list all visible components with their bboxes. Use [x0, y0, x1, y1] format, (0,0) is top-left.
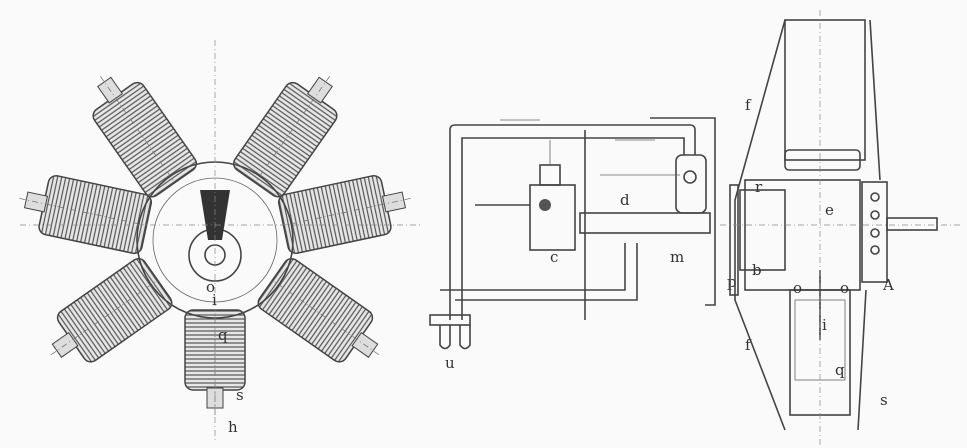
label-valve: m — [670, 248, 684, 266]
crankcase-section — [744, 179, 861, 291]
engine-side-section: f r e b o o A i q s f — [720, 10, 960, 445]
label-carb: c — [550, 248, 558, 266]
label-plug: s — [880, 391, 888, 409]
label-tank: u — [445, 354, 455, 372]
label-flange: p — [727, 273, 737, 291]
label-cylinder: q — [218, 326, 228, 344]
label-pump: d — [620, 191, 630, 209]
radial-cylinder — [92, 75, 198, 198]
radial-cylinder — [184, 309, 246, 415]
label-rod: i — [822, 316, 827, 334]
label-bearing-left: o — [793, 279, 802, 297]
oil-pump — [675, 154, 707, 214]
radial-cylinder — [50, 257, 173, 363]
label-bearing-right: o — [840, 279, 849, 297]
label-ring: r — [755, 178, 763, 196]
label-piston: q — [835, 361, 845, 379]
label-base: h — [228, 418, 238, 436]
label-frame-top: f — [745, 96, 752, 114]
label-upper-cyl: e — [825, 201, 834, 219]
propeller-shaft — [886, 217, 938, 231]
radial-cylinder — [19, 175, 153, 255]
front-plate — [861, 181, 888, 283]
intake-pipe — [579, 212, 711, 234]
label-rod: i — [212, 291, 217, 309]
radial-cylinder — [232, 75, 338, 198]
label-shaft: b — [752, 261, 762, 279]
piping-schematic: d c m u p — [429, 117, 737, 372]
upper-cylinder — [784, 19, 866, 161]
label-crank: o — [206, 278, 215, 296]
radial-cylinder — [257, 257, 380, 363]
radial-engine-front-view: q i o s h — [19, 40, 420, 440]
label-spark: s — [236, 386, 244, 404]
label-mount: A — [882, 276, 894, 294]
radial-cylinder — [277, 175, 411, 255]
bearing-housing — [739, 189, 786, 271]
label-frame-bottom: f — [745, 336, 752, 354]
carburettor — [529, 184, 576, 251]
